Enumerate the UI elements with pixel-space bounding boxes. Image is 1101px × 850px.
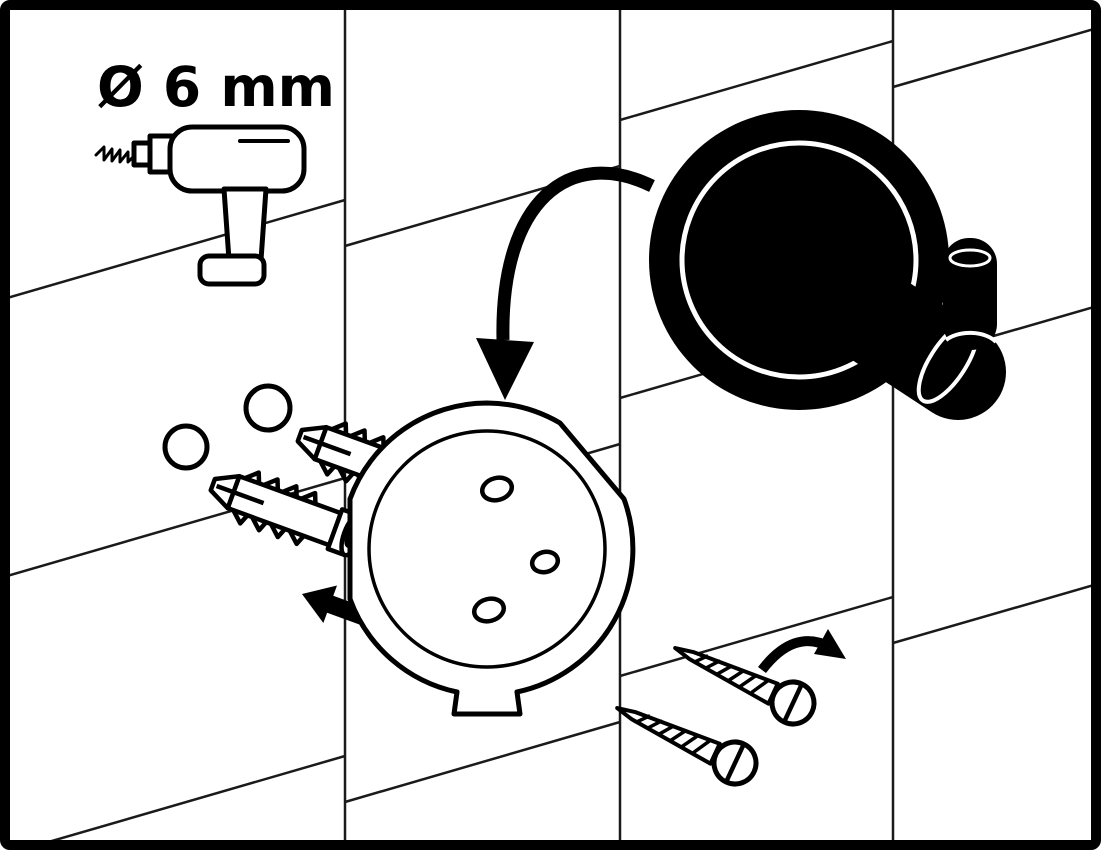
drill-bit bbox=[94, 145, 138, 164]
plate-screw-hole-icon bbox=[529, 549, 561, 575]
hook-peg bbox=[943, 238, 997, 350]
screw-icon bbox=[673, 646, 817, 727]
mounting-plate-icon bbox=[347, 400, 636, 717]
drill-holes bbox=[162, 383, 293, 471]
drill-hole-icon bbox=[243, 383, 293, 433]
drill-diameter-label: Ø 6 mm bbox=[97, 55, 335, 119]
place-arrow-icon bbox=[476, 166, 655, 400]
screw-turn-arrow-icon bbox=[758, 629, 846, 674]
plate-screw-hole-icon bbox=[479, 475, 515, 503]
wall-hook-icon bbox=[649, 110, 1006, 420]
drill-hole-icon bbox=[162, 423, 210, 471]
plate-screw-hole-icon bbox=[471, 596, 507, 624]
drill-icon bbox=[94, 124, 307, 287]
screw-icon bbox=[615, 706, 759, 787]
